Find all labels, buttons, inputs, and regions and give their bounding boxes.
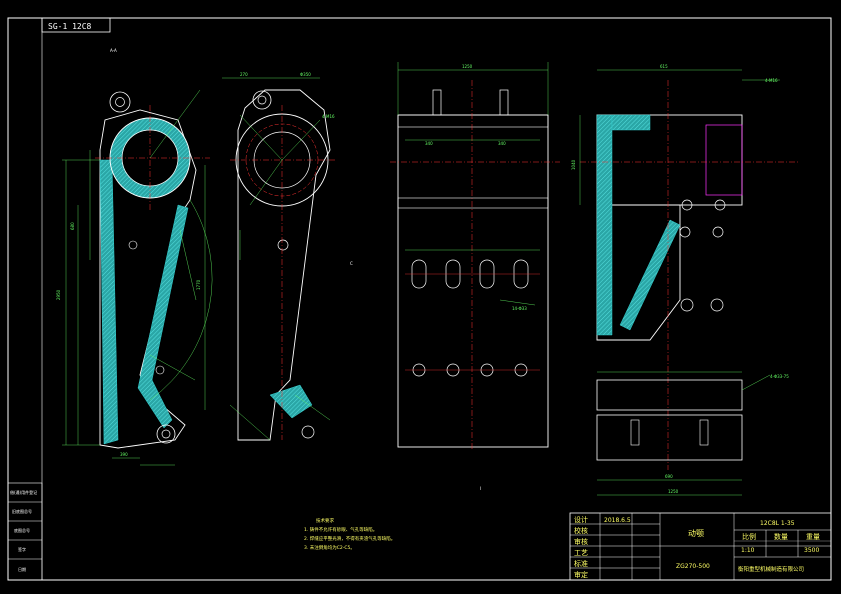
front-top-lug [252,90,272,110]
side-lug [432,89,442,116]
side-red-centers [405,273,540,371]
front-dim-label: C [350,261,353,266]
front-dim-label: Φ350 [300,72,311,77]
title-col-header: 数量 [774,532,788,541]
view-front: 270 Φ350 4-M16 C [222,72,353,441]
drawing-tag: SG-1 12C8 [48,22,92,31]
left-strip-label: 签字 [18,546,26,552]
right-dim-label: 4-M16 [765,78,778,83]
arm-dim-label: 680 [70,222,75,230]
right-dimensions [579,69,780,496]
title-col-header: 重量 [806,533,820,541]
drawing-tag-box [41,17,111,33]
arm-dim-label: 2950 [56,289,61,300]
tech-requirements: 技术要求 1. 铸件不允许有砂眼、气孔等缺陷。 2. 焊缝应平整光滑，不得有夹渣… [304,517,395,551]
right-dim-label: 615 [660,64,668,69]
arm-small-hole [128,240,138,250]
title-material: ZG270-500 [676,563,710,570]
arm-top-lug [109,91,131,113]
front-bottom-hole [301,425,315,439]
right-hole [680,298,694,312]
front-mid-hole [277,239,289,251]
title-company: 衡阳重型机械制造有限公司 [738,565,804,573]
left-strip-label: 底图总号 [14,527,30,533]
section-label: A-A [110,48,117,53]
arm-hatch-left [99,159,119,445]
title-row-label: 审定 [574,570,588,579]
arm-bottom-lug [156,424,176,444]
side-dim-label: 14-Φ33 [512,306,527,311]
right-hole [712,226,724,238]
side-dim-label: 1250 [462,64,473,69]
right-dim-label: 1040 [571,159,576,170]
title-part-name: 动颚 [688,528,704,538]
right-hatch [596,114,613,336]
arm-dimensions [62,89,213,466]
right-plan-slot [699,419,709,446]
title-col-header: 比例 [742,532,756,541]
side-outline [397,114,549,448]
view-side: 1250 340 340 14-Φ33 I [390,62,560,491]
right-plan-slot [630,419,640,446]
right-dim-label: 4-Φ33-75 [770,374,789,379]
left-strip: 借(通)用件登记 旧底图总号 底图总号 签字 日期 [7,482,43,581]
right-plan-base [596,414,743,461]
right-hole [710,298,724,312]
arm-top-lug-hole [115,97,125,107]
right-magenta-box [705,124,743,196]
drawing-border [7,17,832,581]
arm-dim-label: 1770 [196,279,201,290]
front-foot-hatch [269,384,313,419]
title-row-label: 校核 [574,526,588,535]
side-dim-label: 340 [425,141,433,146]
right-hole [679,226,691,238]
title-date: 2018.6.5 [604,517,631,524]
right-hatch-diag [619,219,681,331]
title-row-label: 审核 [574,537,588,546]
title-scale: 1:10 [741,547,755,554]
front-outline [237,89,331,441]
tech-req-title: 技术要求 [316,517,334,524]
side-dim-label: 340 [498,141,506,146]
arm-dim-label: 390 [120,452,128,457]
arm-small-hole [155,365,165,375]
left-strip-label: 旧底图总号 [12,508,32,514]
title-row-label: 设计 [574,515,588,524]
side-dimensions [397,62,549,306]
title-weight: 3500 [804,547,819,554]
right-dim-label: 690 [665,474,673,479]
right-hole [681,199,693,211]
drawing-frame-inner [41,17,832,581]
front-top-lug-hole [257,95,267,105]
front-dim-label: 4-M16 [322,114,335,119]
left-strip-label: 日期 [18,566,26,572]
tech-req-item: 3. 未注倒角均为C2-C5。 [304,544,355,551]
right-dim-label: 1250 [668,489,679,494]
front-dimensions [222,77,331,441]
left-strip-label: 借(通)用件登记 [10,489,37,495]
arm-bottom-lug-hole [161,429,171,439]
view-section-aa: A-A 295 [56,48,213,466]
title-row-label: 工艺 [574,549,588,557]
side-top-band [397,114,549,128]
right-plan-top [596,379,743,411]
side-dim-label: I [480,486,481,491]
tech-req-item: 2. 焊缝应平整光滑，不得有夹渣气孔等缺陷。 [304,535,395,542]
view-right: 615 1040 690 1250 4-M16 4-Φ33-75 [571,64,800,496]
title-row-label: 标准 [574,559,588,568]
title-sheet-code: 12C8L 1-35 [760,520,795,527]
right-hatch-top [611,114,651,131]
title-block: 设计 校核 审核 工艺 标准 审定 2018.6.5 动颚 ZG270-500 … [569,512,832,581]
side-lug [499,89,509,116]
side-mid-band [397,197,549,209]
tech-req-item: 1. 铸件不允许有砂眼、气孔等缺陷。 [304,526,377,533]
right-hole [714,199,726,211]
arm-hatch-diag [137,204,189,429]
front-dim-label: 270 [240,72,248,77]
